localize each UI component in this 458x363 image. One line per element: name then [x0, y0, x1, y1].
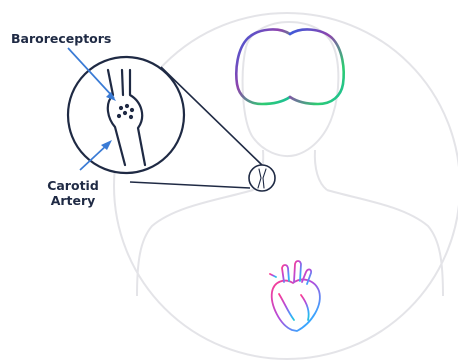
carotid-label-line1: Carotid	[47, 178, 99, 193]
zoom-line-bottom	[130, 182, 250, 188]
shoulder-left-outline	[137, 190, 253, 296]
heart-icon	[270, 261, 320, 331]
brain-icon	[236, 29, 343, 104]
carotid-small-circle	[249, 165, 275, 191]
neck-right-outline	[315, 150, 327, 190]
magnified-circle	[68, 57, 184, 173]
shoulder-right-outline	[327, 190, 443, 296]
baroreceptors-label: Baroreceptors	[11, 31, 111, 46]
carotid-label-line2: Artery	[51, 193, 96, 208]
